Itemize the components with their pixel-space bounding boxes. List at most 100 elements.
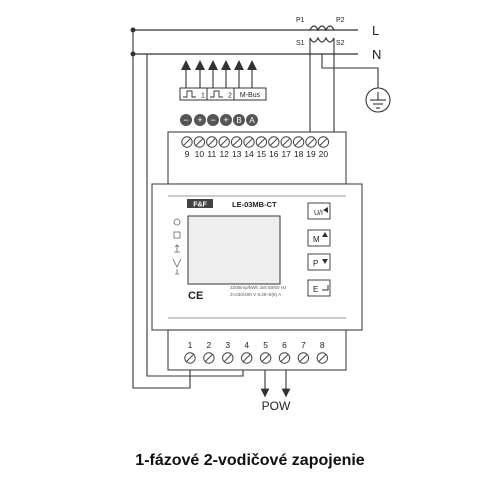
terminal-number: 14 <box>244 149 254 159</box>
model-label: LE-03MB-CT <box>232 200 277 209</box>
terminal: 2 <box>203 340 215 364</box>
terminal-number: 11 <box>207 149 216 159</box>
output-arrow <box>208 60 218 88</box>
ct-p2-label: P2 <box>336 17 345 24</box>
output-arrow <box>247 60 257 88</box>
terminal: 13 <box>230 136 243 159</box>
terminal-signs: − + − + B A <box>180 114 258 126</box>
svg-text:−: − <box>183 115 188 125</box>
output-boxes: 1 2 M-Bus <box>179 87 267 101</box>
ground-small-icon <box>175 269 179 275</box>
terminal: 10 <box>193 136 206 159</box>
pulse-output-1-label: 1 <box>201 93 205 100</box>
neutral-label: N <box>372 47 381 62</box>
pulse-output-2-label: 2 <box>228 93 232 100</box>
button-m[interactable]: M <box>307 229 331 247</box>
ct-s1-label: S1 <box>296 40 305 47</box>
terminal: 19 <box>305 136 317 159</box>
terminal-number: 9 <box>185 149 190 159</box>
terminal-number: 16 <box>269 149 279 159</box>
terminal-number: 5 <box>263 340 268 350</box>
ce-mark: CE <box>188 290 203 302</box>
terminal-number: 19 <box>306 149 316 159</box>
output-arrow <box>195 60 205 88</box>
terminal-number: 10 <box>195 149 205 159</box>
terminal: 18 <box>292 136 305 159</box>
terminal: 7 <box>297 340 310 364</box>
led-indicator-icon <box>173 218 181 226</box>
terminal-number: 8 <box>320 340 325 350</box>
indicator-symbols <box>172 218 182 275</box>
terminal-sign: − <box>207 114 219 126</box>
current-transformer: P1 P2 S1 S2 <box>296 17 345 47</box>
arrow-down-icon <box>322 259 328 264</box>
diagram-caption: 1-fázové 2-vodičové zapojenie <box>135 452 365 469</box>
antenna-icon <box>174 244 180 253</box>
terminal: 1 <box>184 340 196 364</box>
terminal-sign: A <box>246 114 258 126</box>
mbus-output-label: M-Bus <box>240 92 261 99</box>
button-ui[interactable]: U/I <box>307 202 331 220</box>
terminal-number: 12 <box>219 149 229 159</box>
svg-text:P: P <box>313 259 318 268</box>
terminal-number: 4 <box>244 340 249 350</box>
terminal: 3 <box>222 340 234 364</box>
pow-label: POW <box>262 399 291 413</box>
terminal: 11 <box>206 136 218 159</box>
brand-logo: F&F <box>187 199 213 209</box>
terminal-number: 17 <box>281 149 291 159</box>
arrow-left-icon <box>323 207 328 213</box>
terminal: 9 <box>181 136 193 159</box>
svg-text:−: − <box>210 115 215 125</box>
terminal-number: 2 <box>207 340 212 350</box>
svg-text:M: M <box>313 235 320 244</box>
terminal-sign: B <box>233 114 245 126</box>
button-e[interactable]: E <box>307 279 331 297</box>
terminal: 15 <box>255 136 268 159</box>
svg-text:U/I: U/I <box>314 210 323 217</box>
lcd-display <box>187 215 281 285</box>
terminal-number: 7 <box>301 340 306 350</box>
svg-text:E: E <box>313 285 318 294</box>
pulse-output-1: 1 <box>179 87 213 101</box>
bottom-terminal-block <box>167 329 347 371</box>
terminal-number: 1 <box>188 340 193 350</box>
svg-text:B: B <box>236 116 241 125</box>
terminal: 17 <box>280 136 292 159</box>
terminal: 14 <box>243 136 255 159</box>
spec-line-2: 3×230/400 V 0.25÷5(6) A <box>230 292 282 297</box>
terminal: 6 <box>278 340 291 364</box>
phase-label: L <box>372 23 379 38</box>
terminal-sign: + <box>194 114 206 126</box>
terminal: 4 <box>241 340 253 364</box>
enter-icon <box>322 285 329 291</box>
terminal-number: 18 <box>294 149 304 159</box>
terminal: 16 <box>268 136 280 159</box>
mbus-output: M-Bus <box>233 87 267 101</box>
arrow-up-icon <box>322 232 328 237</box>
output-arrow <box>181 60 191 88</box>
output-arrow <box>221 60 231 88</box>
terminal-number: 15 <box>257 149 267 159</box>
voltage-icon <box>172 258 182 268</box>
ct-s2-label: S2 <box>336 40 345 47</box>
neutral-line: N <box>130 47 381 62</box>
spec-line-1: 3200imp/kWh 3x5 50/60 Hz <box>230 285 287 290</box>
svg-text:A: A <box>249 116 255 125</box>
svg-text:+: + <box>223 115 228 125</box>
square-indicator-icon <box>173 231 181 239</box>
output-arrows <box>181 60 257 88</box>
terminal: 20 <box>317 136 330 159</box>
output-arrow <box>234 60 244 88</box>
svg-text:+: + <box>197 115 202 125</box>
button-p[interactable]: P <box>307 253 331 271</box>
earth-icon <box>365 87 391 113</box>
phase-line: L <box>130 23 379 38</box>
terminal: 5 <box>259 340 272 364</box>
svg-text:F&F: F&F <box>193 202 207 209</box>
terminal-sign: + <box>220 114 232 126</box>
terminal: 12 <box>218 136 230 159</box>
